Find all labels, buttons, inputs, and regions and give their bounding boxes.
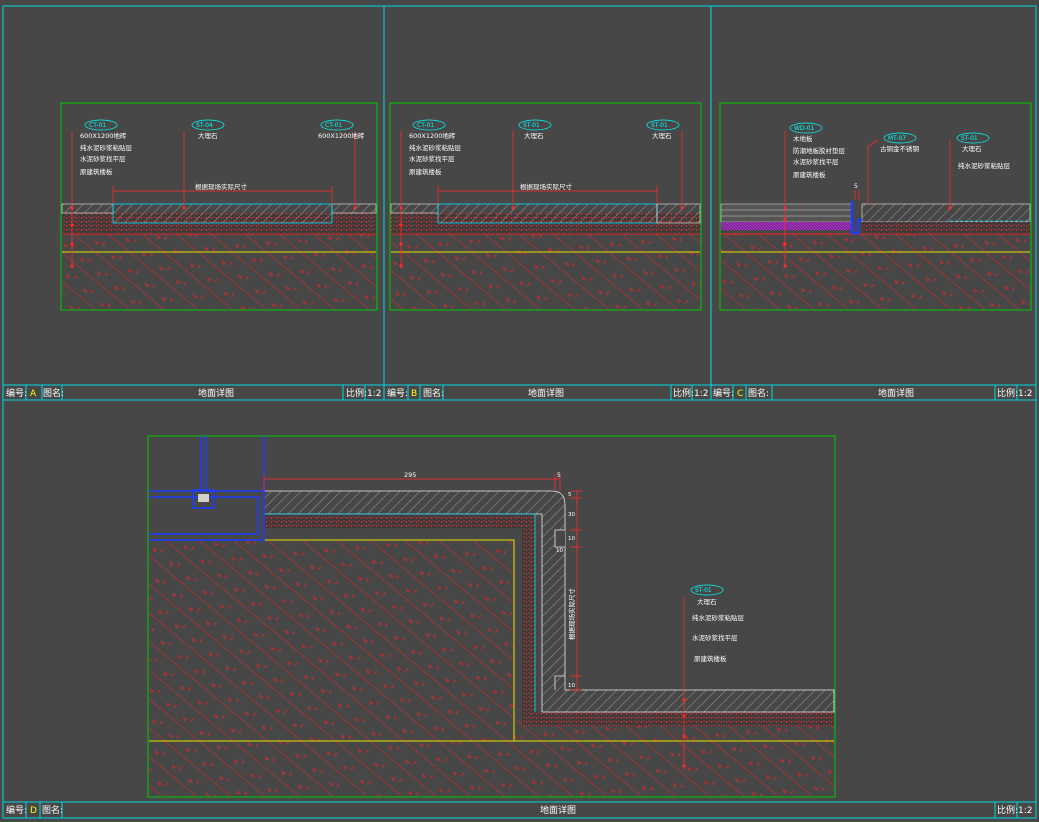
note-d-4: 原建筑楼板 (694, 654, 727, 663)
tag-d: ST-01 (695, 587, 712, 594)
note-b-2: 纯水泥砂浆粘贴层 (409, 143, 462, 152)
note-c-4: 原建筑楼板 (793, 170, 826, 179)
dim-d-side-4: 10 (556, 548, 563, 554)
note-d-3: 水泥砂浆找平层 (692, 633, 738, 642)
tag-a-left: CT-01 (89, 122, 106, 129)
title-c-no: C (737, 389, 743, 399)
note-a-3: 水泥砂浆找平层 (80, 154, 126, 163)
title-a-scale: 1:2 (367, 389, 381, 399)
note-a-mid: 大理石 (198, 131, 218, 140)
dim-b: 根据现场实际尺寸 (520, 182, 573, 191)
tag-c-mid: MT-07 (888, 135, 906, 142)
note-d-2: 纯水泥砂浆粘贴层 (692, 613, 745, 622)
detail-c: WD-01 MT-07 ST-01 木地板 防潮地板胶衬垫层 水泥砂浆找平层 原… (719, 102, 1032, 311)
tag-c-left: WD-01 (794, 125, 815, 132)
title-d-no: D (30, 806, 37, 816)
dim-d-side-1: 5 (568, 492, 572, 498)
note-b-mid: 大理石 (524, 131, 544, 140)
note-c-mid: 古铜金不锈钢 (880, 144, 920, 153)
dim-d-side-2: 30 (568, 512, 575, 518)
tag-c-right: ST-01 (961, 135, 978, 142)
detail-d: 295 5 5 30 10 10 10 根据现场实际尺寸 ST-01 大理石 纯… (147, 435, 836, 798)
title-a-name-label: 图名: (43, 387, 64, 399)
dim-a: 根据现场实际尺寸 (195, 182, 248, 191)
dim-c: 5 (854, 183, 858, 190)
tag-a-mid: ST-04 (196, 122, 213, 129)
note-c-right-2: 纯水泥砂浆粘贴层 (958, 161, 1011, 170)
title-b-no-label: 编号: (387, 387, 408, 399)
title-b-scale: 1:2 (694, 389, 708, 399)
note-d-1: 大理石 (697, 597, 717, 606)
dim-d-top-r: 5 (557, 472, 561, 479)
title-d-name: 地面详图 (540, 804, 576, 816)
title-a-no: A (30, 389, 37, 399)
note-b-1: 600X1200地砖 (409, 131, 456, 140)
title-bar-d (25, 802, 1018, 818)
sheet-frames (2, 5, 1037, 819)
title-b-name-label: 图名: (423, 387, 444, 399)
note-a-4: 原建筑楼板 (80, 167, 113, 176)
dim-d-top: 295 (404, 471, 416, 479)
title-c-name-label: 图名: (748, 387, 769, 399)
title-d-name-label: 图名: (42, 804, 63, 816)
detail-a: CT-01 ST-04 CT-01 600X1200地砖 纯水泥砂浆粘贴层 水泥… (60, 102, 378, 311)
dim-d-vertical: 根据现场实际尺寸 (567, 588, 576, 641)
title-a-name: 地面详图 (198, 387, 234, 399)
title-c-no-label: 编号: (713, 387, 734, 399)
title-bar-c (732, 385, 1018, 400)
note-c-2: 防潮地板胶衬垫层 (793, 146, 846, 155)
note-b-right: 大理石 (652, 131, 672, 140)
note-b-3: 水泥砂浆找平层 (409, 154, 455, 163)
detail-b: CT-01 ST-01 ST-01 600X1200地砖 纯水泥砂浆粘贴层 水泥… (389, 102, 702, 311)
title-a-scale-label: 比例: (346, 387, 367, 399)
note-a-1: 600X1200地砖 (80, 131, 127, 140)
tag-a-right: CT-01 (325, 122, 342, 129)
title-c-scale-label: 比例: (997, 387, 1018, 399)
title-bar-b (407, 385, 693, 400)
title-d-scale-label: 比例: (997, 804, 1018, 816)
tag-b-mid: ST-01 (523, 122, 540, 129)
title-d-scale: 1:2 (1018, 806, 1032, 816)
dim-d-bottom: 10 (568, 683, 575, 689)
tag-b-left: CT-01 (417, 122, 434, 129)
note-c-3: 水泥砂浆找平层 (793, 157, 839, 166)
title-bar-a (25, 385, 366, 400)
title-b-scale-label: 比例: (673, 387, 694, 399)
title-a-no-label: 编号: (6, 387, 27, 399)
tag-b-right: ST-01 (651, 122, 668, 129)
dim-d-side-3: 10 (568, 536, 575, 542)
title-b-name: 地面详图 (528, 387, 564, 399)
title-d-no-label: 编号: (6, 804, 27, 816)
title-c-name: 地面详图 (878, 387, 914, 399)
note-c-1: 木地板 (793, 134, 813, 143)
note-a-2: 纯水泥砂浆粘贴层 (80, 143, 133, 152)
title-b-no: B (411, 389, 417, 399)
title-c-scale: 1:2 (1018, 389, 1032, 399)
note-a-right: 600X1200地砖 (318, 131, 365, 140)
note-c-right: 大理石 (962, 144, 982, 153)
note-b-4: 原建筑楼板 (409, 167, 442, 176)
